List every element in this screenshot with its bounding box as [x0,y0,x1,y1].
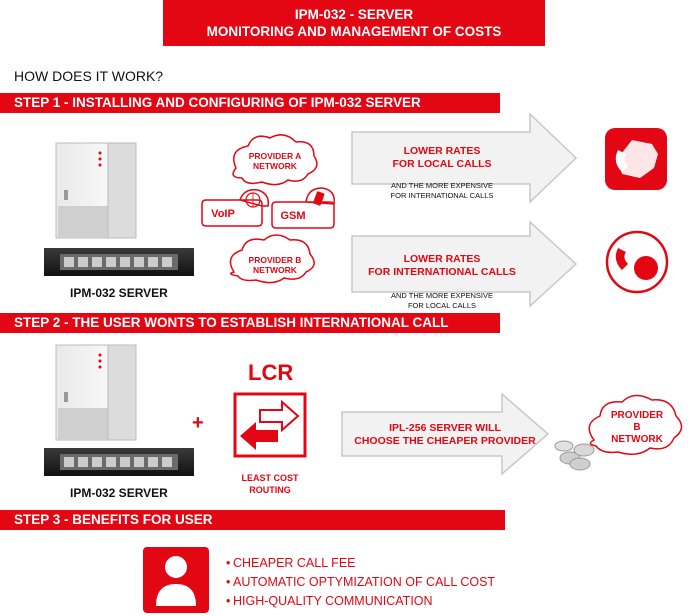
step1-bar: STEP 1 - INSTALLING AND CONFIGURING OF I… [0,93,500,113]
arrow-b [351,220,578,308]
step3-bar: STEP 3 - BENEFITS FOR USER [0,510,505,530]
note-line: AND THE MORE EXPENSIVE [391,181,493,190]
server-rack-icon [44,248,194,276]
lcr-line: ROUTING [249,485,291,495]
arrow-b-note: AND THE MORE EXPENSIVE FOR LOCAL CALLS [352,291,532,311]
provider-a-label: PROVIDER A NETWORK [238,151,312,171]
gsm-label: GSM [280,210,306,222]
voip-bubble-icon [201,188,270,227]
gsm-bubble-icon [271,187,335,229]
route-line: IPL-256 SERVER WILL [389,422,501,434]
benefit-item: •CHEAPER CALL FEE [226,556,356,570]
cloud-line: NETWORK [611,434,663,445]
arrow-line: FOR INTERNATIONAL CALLS [368,266,516,278]
lcr-title: LCR [248,360,294,385]
step2-bar: STEP 2 - THE USER WONTS TO ESTABLISH INT… [0,313,500,333]
plus-sign: + [192,412,204,434]
note-line: FOR INTERNATIONAL CALLS [390,191,494,200]
provider-a-cloud-icon [232,134,318,186]
note-line: FOR LOCAL CALLS [407,301,477,310]
international-calls-icon [605,230,669,294]
server-tower-icon [55,344,137,441]
lcr-caption: LEAST COST ROUTING [228,472,312,496]
arrow-b-title: LOWER RATES FOR INTERNATIONAL CALLS [352,253,532,279]
cloud-line: PROVIDER [610,410,664,421]
header-banner: IPM-032 - SERVER MONITORING AND MANAGEME… [163,0,545,46]
cloud-line: NETWORK [253,265,297,275]
route-text: IPL-256 SERVER WILL CHOOSE THE CHEAPER P… [342,422,548,448]
arrow-line: LOWER RATES [403,145,481,157]
note-line: AND THE MORE EXPENSIVE [391,291,493,300]
coins-icon [554,440,595,471]
intro-question: HOW DOES IT WORK? [14,68,164,84]
lcr-line: LEAST COST [241,473,299,483]
arrow-a-title: LOWER RATES FOR LOCAL CALLS [352,145,532,171]
provider-b-label: PROVIDER B NETWORK [238,255,312,275]
benefit-item: •AUTOMATIC OPTYMIZATION OF CALL COST [226,575,496,589]
server-tower-icon [55,142,137,239]
arrow-a-note: AND THE MORE EXPENSIVE FOR INTERNATIONAL… [352,181,532,201]
user-icon [143,547,209,613]
benefit-text: AUTOMATIC OPTYMIZATION OF CALL COST [233,575,496,589]
benefit-item: •HIGH-QUALITY COMMUNICATION [226,594,433,608]
header-subtitle: MONITORING AND MANAGEMENT OF COSTS [206,24,502,39]
routing-icon [233,392,307,458]
header-title: IPM-032 - SERVER [294,7,414,22]
mobile-phone-icon [313,191,325,206]
benefit-text: CHEAPER CALL FEE [233,556,356,570]
voip-label: VoIP [211,208,235,220]
cloud-line: PROVIDER A [248,151,302,161]
server-caption: IPM-032 SERVER [70,486,168,500]
server-rack-icon [44,448,194,476]
provider-b-network-label: PROVIDER B NETWORK [600,410,674,446]
server-caption: IPM-032 SERVER [70,286,168,300]
provider-b-cloud-icon [588,394,683,455]
arrow-a [351,112,578,204]
arrow-line: FOR LOCAL CALLS [392,158,492,170]
benefit-text: HIGH-QUALITY COMMUNICATION [233,594,433,608]
provider-b-cloud-icon [229,234,315,284]
arrow-route [341,392,550,476]
arrow-line: LOWER RATES [403,253,481,265]
local-calls-icon [605,128,667,190]
route-line: CHOOSE THE CHEAPER PROVIDER [354,435,536,447]
cloud-line: B [633,422,641,433]
cloud-line: PROVIDER B [248,255,302,265]
cloud-line: NETWORK [253,161,297,171]
